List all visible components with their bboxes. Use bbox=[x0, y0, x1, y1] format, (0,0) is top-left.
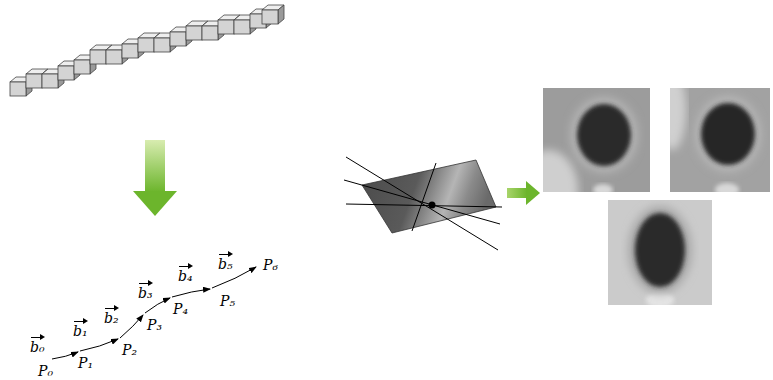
vector-label: b₃ bbox=[138, 281, 153, 302]
point-label: P₁ bbox=[78, 354, 93, 372]
point-label: P₅ bbox=[220, 292, 235, 310]
voxel-staircase bbox=[10, 5, 284, 96]
right-arrow bbox=[507, 181, 540, 205]
point-label: P₂ bbox=[122, 341, 137, 359]
point-label: P₄ bbox=[173, 300, 188, 318]
vessel-segment bbox=[344, 157, 502, 250]
ct-slice bbox=[608, 200, 712, 305]
vector-label: b₀ bbox=[30, 335, 45, 356]
point-label: P₃ bbox=[147, 316, 162, 334]
vector-label: b₂ bbox=[104, 306, 119, 327]
vector-label: b₅ bbox=[218, 252, 233, 273]
ct-slice bbox=[543, 88, 650, 192]
point-label: P₀ bbox=[38, 362, 53, 380]
vector-label: b₁ bbox=[73, 319, 88, 340]
ct-slice bbox=[670, 88, 770, 192]
down-arrow bbox=[133, 140, 177, 216]
centerline-polyline bbox=[52, 267, 256, 359]
point-label: P₆ bbox=[263, 256, 278, 274]
vector-label: b₄ bbox=[178, 264, 193, 285]
